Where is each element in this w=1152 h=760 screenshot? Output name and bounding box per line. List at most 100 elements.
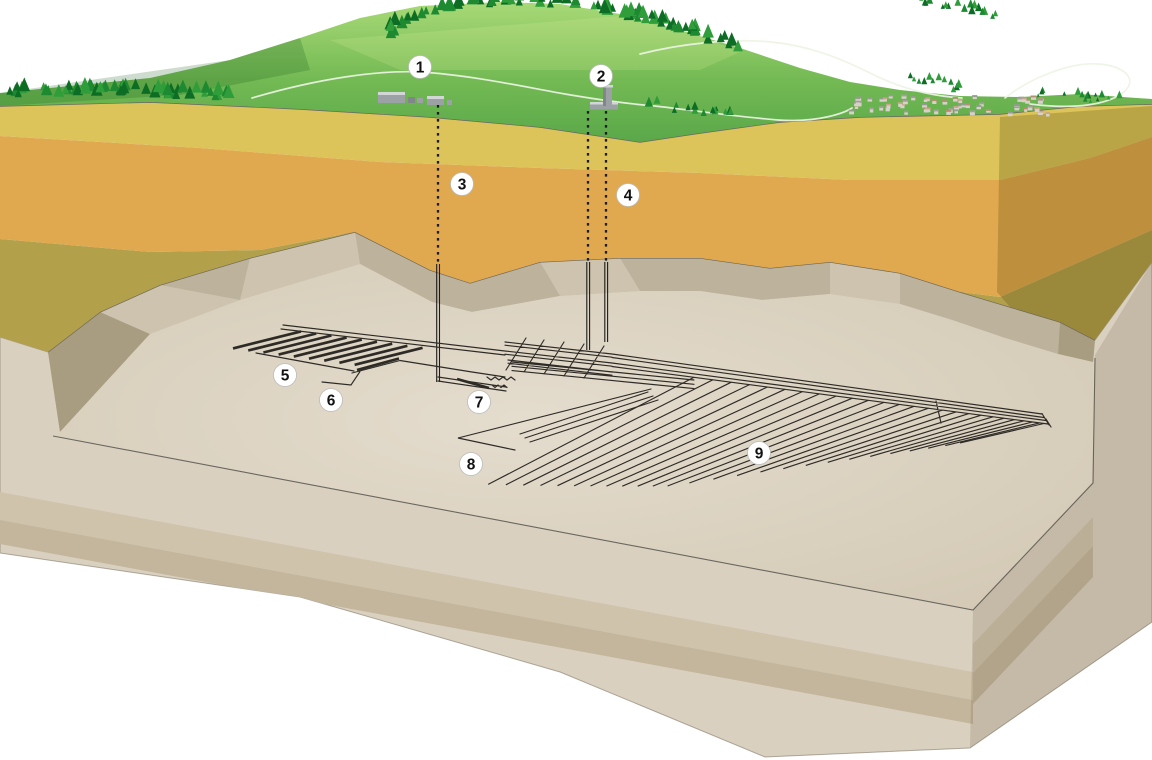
marker-circle bbox=[319, 388, 343, 412]
tree bbox=[561, 0, 572, 4]
tree bbox=[538, 0, 546, 2]
tree bbox=[691, 101, 699, 110]
marker-circle bbox=[616, 183, 640, 207]
house bbox=[1037, 100, 1043, 104]
tree bbox=[919, 0, 924, 1]
tree bbox=[926, 72, 933, 80]
tree bbox=[200, 80, 212, 93]
strata-band bbox=[0, 492, 973, 700]
house bbox=[879, 99, 885, 102]
disposal-drift bbox=[606, 393, 820, 487]
house-roof bbox=[960, 103, 967, 106]
yellow-layer bbox=[0, 102, 1152, 180]
tree bbox=[404, 11, 412, 21]
tree bbox=[673, 101, 679, 108]
house-roof bbox=[1027, 105, 1033, 108]
facility-building bbox=[417, 98, 423, 103]
facility-building-roof bbox=[378, 92, 405, 95]
house-roof bbox=[952, 97, 959, 99]
tree bbox=[1106, 95, 1111, 100]
shaft-4a-underground-section bbox=[586, 262, 591, 350]
tree bbox=[451, 0, 463, 9]
cavity-wall-facet bbox=[48, 312, 150, 432]
tree bbox=[14, 88, 22, 98]
marker-number: 5 bbox=[281, 367, 290, 384]
house bbox=[900, 105, 905, 109]
house-roof bbox=[855, 100, 861, 103]
tree bbox=[466, 0, 479, 5]
strata-band bbox=[973, 517, 1093, 673]
tree bbox=[637, 4, 649, 18]
house-roof bbox=[903, 110, 909, 113]
emplacement-drift bbox=[293, 338, 363, 358]
tree bbox=[685, 103, 691, 111]
house bbox=[922, 105, 928, 108]
forest-near-shaft-head bbox=[644, 95, 734, 116]
house-roof bbox=[1030, 95, 1037, 98]
tunnel-network bbox=[232, 324, 1052, 487]
marker-number: 1 bbox=[416, 59, 425, 76]
shaft-4b-underground-section bbox=[604, 262, 609, 342]
shaft-head-facility-2 bbox=[590, 85, 618, 110]
disposal-drift bbox=[760, 409, 943, 473]
tree bbox=[131, 78, 141, 90]
hill-highlight bbox=[330, 16, 740, 70]
disposal-drift bbox=[689, 403, 900, 484]
house-roof bbox=[1014, 106, 1020, 109]
house bbox=[1014, 108, 1020, 111]
tree bbox=[911, 76, 917, 82]
house bbox=[979, 104, 984, 107]
house bbox=[1025, 100, 1031, 104]
house bbox=[898, 103, 902, 107]
tree bbox=[514, 0, 525, 1]
tree bbox=[907, 72, 913, 79]
tree bbox=[409, 9, 420, 21]
tree bbox=[1084, 92, 1090, 98]
house bbox=[1034, 108, 1040, 112]
tree bbox=[598, 0, 611, 14]
tree bbox=[687, 19, 697, 30]
tree bbox=[207, 87, 215, 96]
house bbox=[942, 101, 948, 105]
house-roof bbox=[921, 103, 928, 106]
tree bbox=[733, 39, 743, 52]
tree bbox=[1088, 98, 1093, 103]
label-marker-8: 8 bbox=[459, 452, 483, 476]
tree bbox=[641, 12, 651, 24]
disposal-drift bbox=[622, 395, 837, 487]
shaft-head-tower bbox=[603, 87, 612, 106]
house-roof bbox=[888, 94, 894, 97]
house bbox=[1008, 113, 1013, 117]
cavity-wall-facet bbox=[240, 232, 360, 300]
emplacement-drift bbox=[308, 340, 378, 361]
house bbox=[1022, 99, 1027, 103]
tree bbox=[101, 79, 110, 91]
house-roof bbox=[979, 102, 985, 105]
tree bbox=[487, 0, 497, 6]
tree bbox=[172, 89, 181, 99]
disposal-drift bbox=[805, 413, 969, 466]
house bbox=[855, 99, 860, 102]
marker-circle bbox=[589, 64, 613, 88]
strata-band bbox=[0, 520, 973, 724]
tree bbox=[191, 80, 202, 93]
tree bbox=[921, 77, 928, 85]
cavity-wall-facet bbox=[830, 262, 900, 304]
house-roof bbox=[945, 110, 952, 112]
olive-layer-left bbox=[0, 232, 355, 352]
disposal-drift bbox=[928, 421, 1033, 449]
emplacement-drift bbox=[339, 344, 408, 365]
label-marker-4: 4 bbox=[616, 183, 640, 207]
tree bbox=[727, 107, 734, 115]
label-marker-2: 2 bbox=[589, 64, 613, 88]
house bbox=[932, 101, 937, 104]
sediment-layers bbox=[0, 101, 1152, 352]
facility-building bbox=[408, 97, 415, 103]
tree bbox=[930, 77, 936, 84]
sediment-side-shading bbox=[997, 106, 1152, 340]
marker-number: 2 bbox=[597, 68, 606, 85]
tree bbox=[62, 85, 70, 94]
tree bbox=[665, 20, 674, 30]
